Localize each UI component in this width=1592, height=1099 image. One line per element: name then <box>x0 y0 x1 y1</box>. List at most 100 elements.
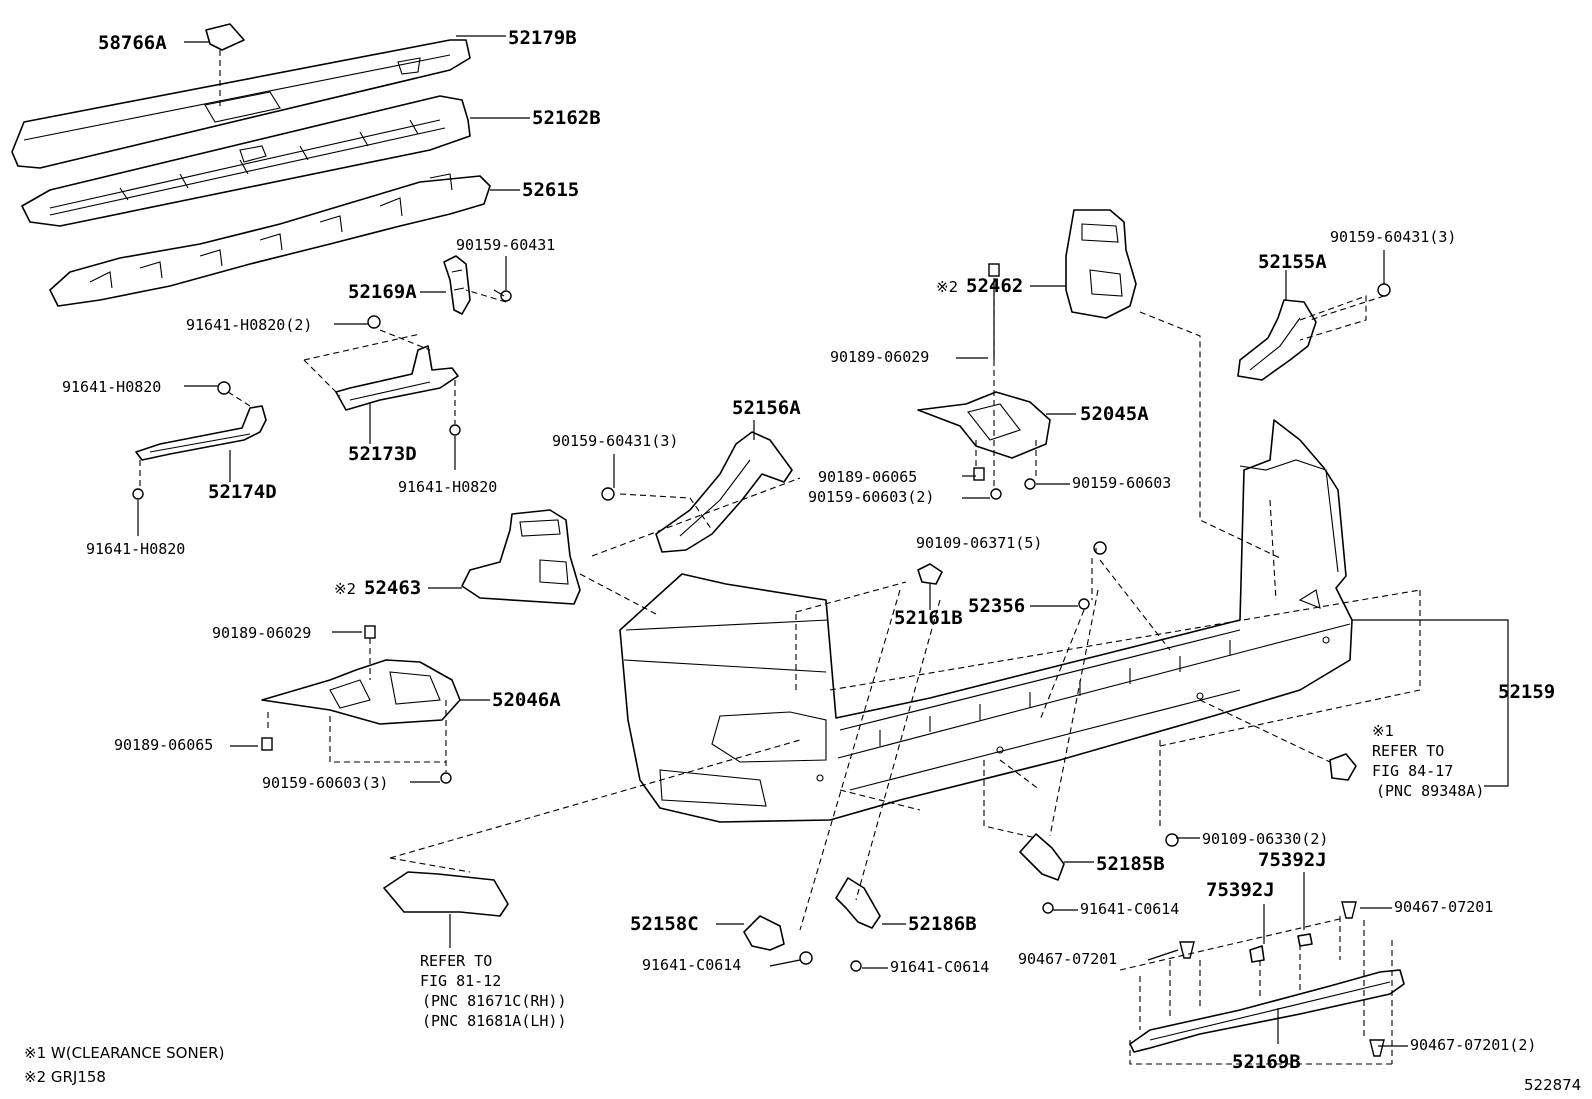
label-52186B: 52186B <box>908 913 977 935</box>
bolt-90189-06065-a <box>973 467 985 481</box>
clip-90467-07201-a <box>1341 901 1357 919</box>
label-90109-06371-5: 90109-06371(5) <box>916 534 1042 552</box>
footnotes: ※1 W(CLEARANCE SONER) ※2 GRJ158 <box>24 1044 224 1086</box>
label-52045A: 52045A <box>1080 403 1149 425</box>
label-90189-06029-b: 90189-06029 <box>212 624 311 642</box>
label-52169B: 52169B <box>1232 1051 1301 1073</box>
absorber-52615 <box>49 173 491 307</box>
sonar-ref-mark: ※1 <box>1372 722 1394 740</box>
bolt-90159-60603 <box>1024 478 1036 490</box>
footnote-1: ※1 W(CLEARANCE SONER) <box>24 1044 224 1062</box>
label-90467-07201-2: 90467-07201(2) <box>1410 1036 1536 1054</box>
label-52185B: 52185B <box>1096 853 1165 875</box>
label-52356: 52356 <box>968 595 1025 617</box>
bracket-52186B <box>835 877 881 929</box>
label-91641-H0820-a: 91641-H0820 <box>62 378 161 396</box>
label-90189-06029-a: 90189-06029 <box>830 348 929 366</box>
label-90467-07201-b: 90467-07201 <box>1018 950 1117 968</box>
leader-lines <box>137 35 1509 1047</box>
label-90159-60431-3a: 90159-60431(3) <box>1330 228 1456 246</box>
cap-58766A <box>205 23 245 51</box>
nut-52356 <box>1078 598 1090 610</box>
bolt-90159-60603-3 <box>440 772 452 784</box>
lamp-ref-line2: FIG 81-12 <box>420 972 501 990</box>
label-52156A: 52156A <box>732 397 801 419</box>
bolt-91641-C0614-b <box>850 960 862 972</box>
label-90467-07201-a: 90467-07201 <box>1394 898 1493 916</box>
label-91641-H0820-c: 91641-H0820 <box>86 540 185 558</box>
clip-75392J-a <box>1249 945 1265 963</box>
label-90159-60603: 90159-60603 <box>1072 474 1171 492</box>
label-91641-H0820-2: 91641-H0820(2) <box>186 316 312 334</box>
clip-90467-07201-2 <box>1369 1039 1385 1057</box>
bumper-cover-52159 <box>619 419 1353 823</box>
sonar-sensor <box>1329 753 1357 781</box>
bolt-90189-06029-a <box>988 263 1000 277</box>
part-labels: 58766A 52179B 52162B 52615 90159-60431 5… <box>62 27 1555 1073</box>
label-90159-60431-a: 90159-60431 <box>456 236 555 254</box>
label-90189-06065-a: 90189-06065 <box>818 468 917 486</box>
mudguard-52463 <box>461 509 581 605</box>
cover-52045A <box>917 391 1051 459</box>
mudguard-52462 <box>1065 209 1137 319</box>
bolt-91641-C0614-a <box>1042 902 1054 914</box>
label-52161B: 52161B <box>894 607 963 629</box>
mark-gr2: ※2 <box>334 580 356 598</box>
clip-75392J-b <box>1297 933 1313 947</box>
label-52158C: 52158C <box>630 913 699 935</box>
bolt-90159-60431-3b <box>601 487 615 501</box>
label-90189-06065-b: 90189-06065 <box>114 736 213 754</box>
label-58766A: 58766A <box>98 32 167 54</box>
screw-90109-06371-5 <box>1093 541 1107 555</box>
label-52174D: 52174D <box>208 481 277 503</box>
bolt-90159-60431-3a <box>1377 283 1391 297</box>
retainer-52161B <box>917 563 943 585</box>
clip-91641-H0820-e <box>217 381 231 395</box>
bracket-52185B <box>1019 833 1065 881</box>
bolt-90189-06065-b <box>261 737 273 751</box>
label-90159-60431-3b: 90159-60431(3) <box>552 432 678 450</box>
label-90159-60603-3: 90159-60603(3) <box>262 774 388 792</box>
bracket-52169A <box>443 255 471 315</box>
label-52169A: 52169A <box>348 281 417 303</box>
mark-gr1: ※2 <box>936 278 958 296</box>
bolt-91641-C0614-c <box>799 951 813 965</box>
retainer-52162B <box>21 95 471 227</box>
label-90159-60603-2: 90159-60603(2) <box>808 488 934 506</box>
label-52173D: 52173D <box>348 443 417 465</box>
clip-91641-H0820-2 <box>367 315 381 329</box>
label-75392J-a: 75392J <box>1258 849 1327 871</box>
label-91641-C0614-a: 91641-C0614 <box>1080 900 1179 918</box>
bolt-90189-06029-b <box>364 625 376 639</box>
label-52179B: 52179B <box>508 27 577 49</box>
clip-91641-H0820-f <box>132 488 144 500</box>
label-91641-C0614-b: 91641-C0614 <box>642 956 741 974</box>
label-52046A: 52046A <box>492 689 561 711</box>
screw-90109-06330-2 <box>1165 833 1179 847</box>
label-52463: 52463 <box>364 577 421 599</box>
stay-52155A <box>1237 299 1317 381</box>
lamp-ref-line1: REFER TO <box>420 952 492 970</box>
label-52462: 52462 <box>966 275 1023 297</box>
bolt-90159-60603-2 <box>990 488 1002 500</box>
label-52615: 52615 <box>522 179 579 201</box>
sonar-ref-line3: (PNC 89348A) <box>1376 782 1484 800</box>
lamp-ref-line3: (PNC 81671C(RH)) <box>422 992 567 1010</box>
footnote-2: ※2 GRJ158 <box>24 1068 106 1086</box>
sonar-ref-line1: REFER TO <box>1372 742 1444 760</box>
lamp-ref-line4: (PNC 81681A(LH)) <box>422 1012 567 1030</box>
step-cover-52179B <box>11 39 471 169</box>
bracket-52174D <box>135 405 267 461</box>
label-52162B: 52162B <box>532 107 601 129</box>
bracket-52173D <box>335 345 459 411</box>
stay-52156A <box>655 431 793 553</box>
label-91641-C0614-c: 91641-C0614 <box>890 958 989 976</box>
cover-52046A <box>261 659 461 725</box>
sonar-ref-line2: FIG 84-17 <box>1372 762 1453 780</box>
label-91641-H0820-b: 91641-H0820 <box>398 478 497 496</box>
label-52155A: 52155A <box>1258 251 1327 273</box>
lamp-reference: REFER TO FIG 81-12 (PNC 81671C(RH)) (PNC… <box>420 952 567 1030</box>
figure-id: 522874 <box>1524 1076 1581 1094</box>
